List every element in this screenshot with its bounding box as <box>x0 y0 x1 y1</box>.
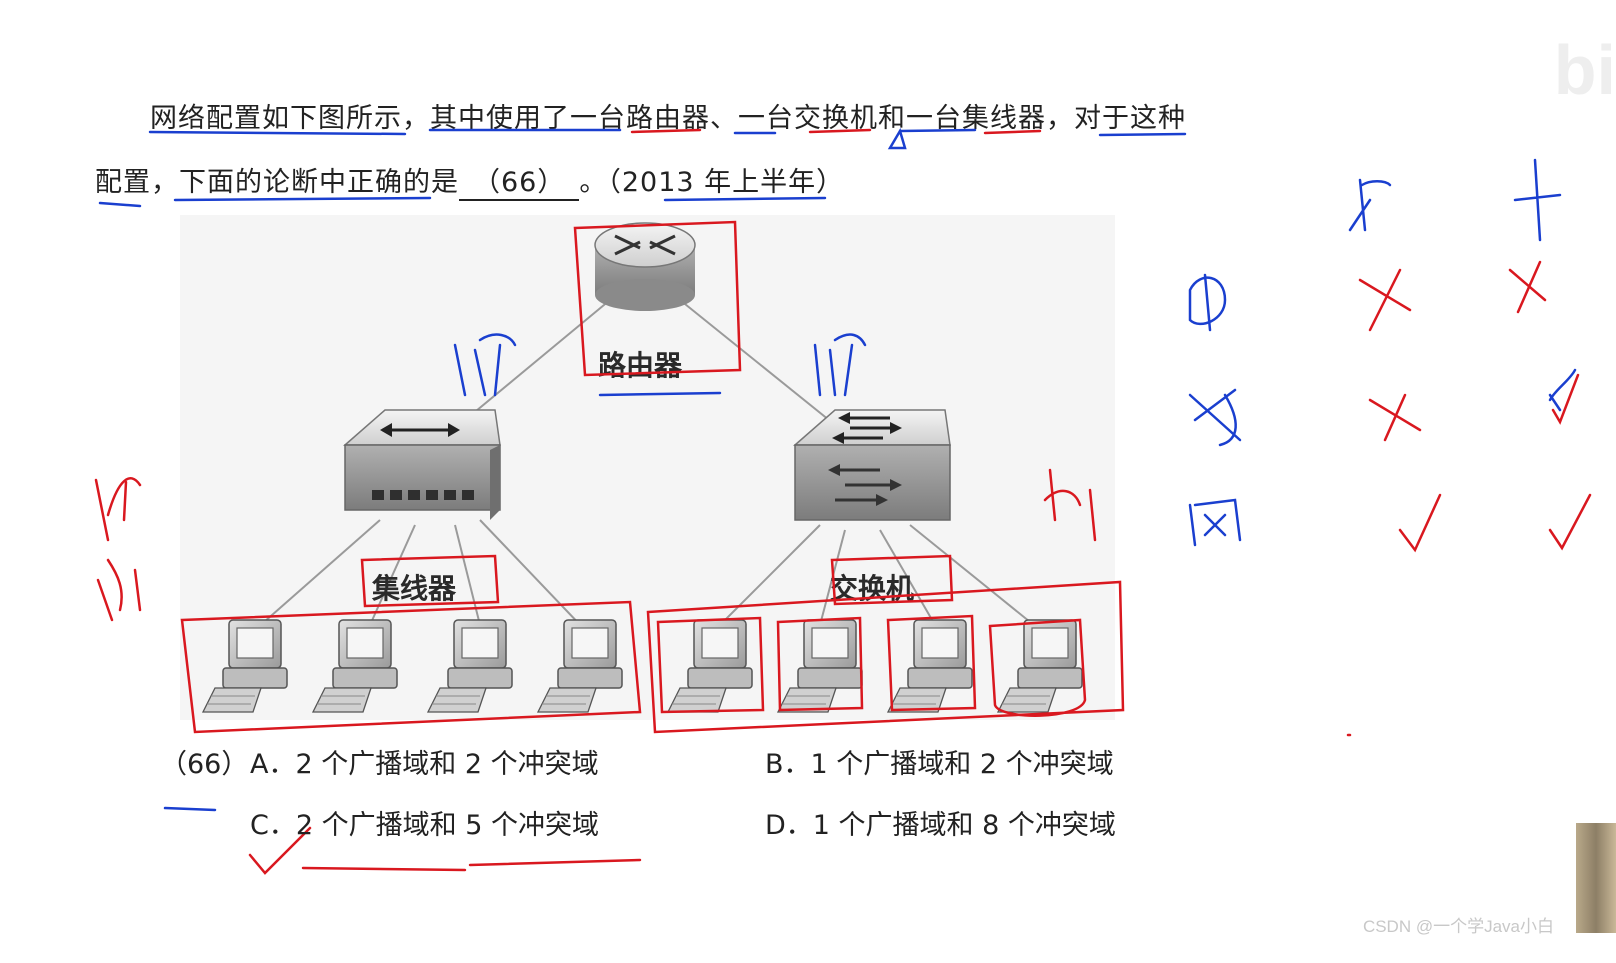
question-line-2-suffix: 。（2013 年上半年） <box>579 167 845 198</box>
video-thumbnail <box>1576 823 1616 933</box>
red-checkmarks <box>1398 373 1592 553</box>
option-c: C．2 个广播域和 5 个冲突域 <box>250 810 599 841</box>
red-annotations <box>94 128 1547 875</box>
router-icon <box>594 222 696 311</box>
question-line-1: 网络配置如下图所示，其中使用了一台路由器、一台交换机和一台集线器，对于这种 <box>150 103 1186 134</box>
question-line-2-prefix: 配置，下面的论断中正确的是 <box>95 167 459 198</box>
question-number: （66） <box>160 749 249 780</box>
option-a: A．2 个广播域和 2 个冲突域 <box>250 749 599 780</box>
csdn-watermark: CSDN @一个学Java小白 <box>1362 917 1554 936</box>
hub-label: 集线器 <box>371 572 457 605</box>
option-b: B．1 个广播域和 2 个冲突域 <box>765 749 1114 780</box>
hub-icon <box>343 409 501 520</box>
switch-icon <box>793 409 951 521</box>
router-label: 路由器 <box>598 349 683 382</box>
blue-annotations <box>98 127 1577 812</box>
bilibili-watermark: bi <box>1553 31 1616 109</box>
answer-blank: （66） <box>459 160 580 201</box>
option-d: D．1 个广播域和 8 个冲突域 <box>765 810 1116 841</box>
question-line-2: 配置，下面的论断中正确的是（66）。（2013 年上半年） <box>95 160 844 201</box>
